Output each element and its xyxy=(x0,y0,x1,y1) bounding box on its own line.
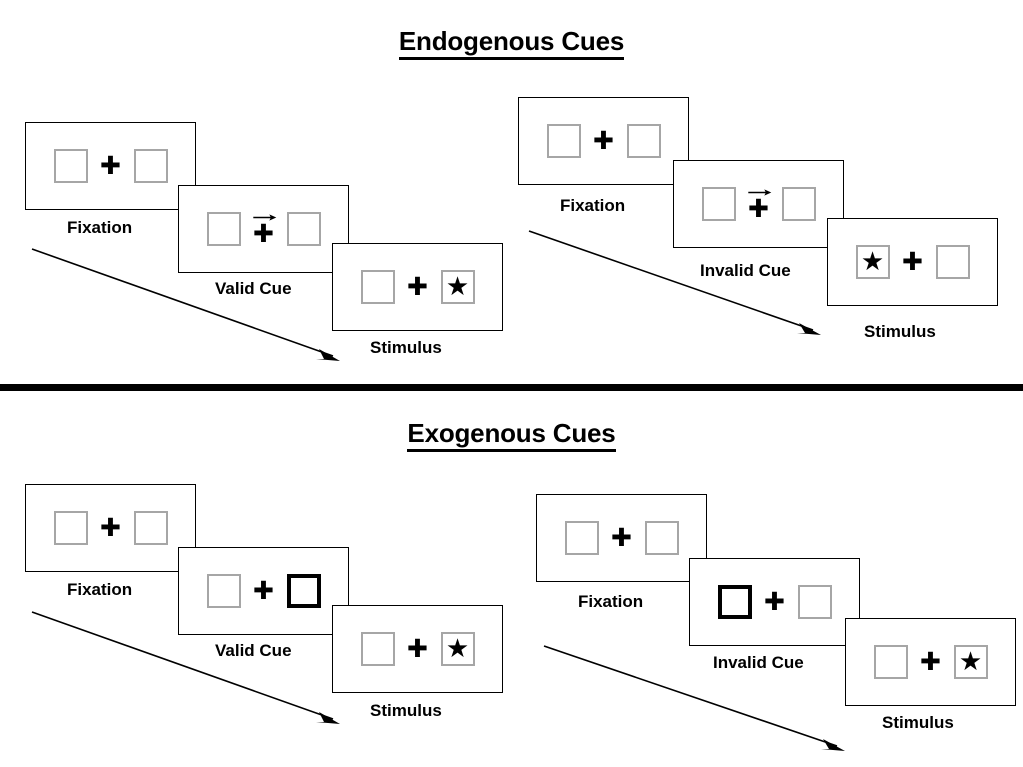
box-left: ★ xyxy=(855,245,890,279)
frame-exogenous-invalid-fixation: ✚ xyxy=(536,494,707,582)
fixation-center: ✚ xyxy=(752,587,798,616)
box-left xyxy=(360,632,395,666)
box-left xyxy=(53,149,88,183)
box-left xyxy=(360,270,395,304)
caption-endogenous-valid-fixation: Fixation xyxy=(67,218,133,237)
section-title-endogenous-text: Endogenous Cues xyxy=(398,26,624,60)
fixation-center: ✚ xyxy=(241,576,287,605)
fixation-plus-icon: ✚ xyxy=(253,218,274,248)
box-right-highlight-cue xyxy=(286,574,321,608)
caption-endogenous-invalid-cue: Invalid Cue xyxy=(700,261,791,280)
box-left xyxy=(53,511,88,545)
box-right xyxy=(781,187,816,221)
fixation-plus-icon: ✚ xyxy=(253,576,274,605)
fixation-plus-icon: ✚ xyxy=(407,272,428,301)
frame-endogenous-valid-fixation: ✚ xyxy=(25,122,196,210)
fixation-center: ✚ xyxy=(599,523,645,552)
section-divider xyxy=(0,384,1023,391)
box-left xyxy=(546,124,581,158)
timeline-arrow-endogenous-invalid xyxy=(528,230,821,335)
fixation-plus-icon: ✚ xyxy=(748,193,769,223)
fixation-center: ✚ xyxy=(581,126,627,155)
fixation-plus-icon: ✚ xyxy=(407,634,428,663)
box-right xyxy=(626,124,661,158)
fixation-plus-icon: ✚ xyxy=(920,647,941,676)
box-left xyxy=(873,645,908,679)
fixation-plus-icon: ✚ xyxy=(902,247,923,276)
section-title-exogenous-text: Exogenous Cues xyxy=(407,418,616,452)
box-right xyxy=(133,511,168,545)
fixation-center: ✚ xyxy=(395,272,441,301)
fixation-plus-icon: ✚ xyxy=(100,151,121,180)
fixation-center: ✚ xyxy=(736,188,782,223)
star-target-icon: ★ xyxy=(958,647,983,677)
timeline-arrow-exogenous-valid xyxy=(31,611,340,724)
fixation-plus-icon: ✚ xyxy=(611,523,632,552)
caption-exogenous-invalid-stimulus: Stimulus xyxy=(882,713,954,732)
box-right xyxy=(644,521,679,555)
fixation-center: ✚ xyxy=(395,634,441,663)
section-title-endogenous: Endogenous Cues xyxy=(0,26,1023,60)
fixation-center: ✚ xyxy=(890,247,936,276)
star-target-icon: ★ xyxy=(445,272,470,302)
caption-exogenous-valid-stimulus: Stimulus xyxy=(370,701,442,720)
box-right xyxy=(133,149,168,183)
frame-exogenous-invalid-stimulus: ✚ ★ xyxy=(845,618,1016,706)
box-left xyxy=(206,574,241,608)
box-left-highlight-cue xyxy=(717,585,752,619)
frame-exogenous-valid-cue: ✚ xyxy=(178,547,349,635)
frame-endogenous-invalid-stimulus: ★ ✚ xyxy=(827,218,998,306)
fixation-plus-icon: ✚ xyxy=(100,513,121,542)
box-right: ★ xyxy=(440,270,475,304)
frame-endogenous-valid-stimulus: ✚ ★ xyxy=(332,243,503,331)
box-right xyxy=(286,212,321,246)
timeline-arrow-endogenous-valid xyxy=(31,248,340,361)
fixation-center: ✚ xyxy=(908,647,954,676)
fixation-center: ✚ xyxy=(88,513,134,542)
fixation-plus-icon: ✚ xyxy=(764,587,785,616)
caption-endogenous-valid-stimulus: Stimulus xyxy=(370,338,442,357)
arrow-right-cue-icon xyxy=(252,213,276,221)
star-target-icon: ★ xyxy=(445,634,470,664)
timeline-arrow-exogenous-invalid xyxy=(543,645,845,751)
box-right: ★ xyxy=(440,632,475,666)
section-title-exogenous: Exogenous Cues xyxy=(0,418,1023,452)
caption-exogenous-invalid-fixation: Fixation xyxy=(578,592,644,611)
frame-exogenous-invalid-cue: ✚ xyxy=(689,558,860,646)
caption-endogenous-invalid-stimulus: Stimulus xyxy=(864,322,936,341)
fixation-center: ✚ xyxy=(241,213,287,248)
frame-exogenous-valid-fixation: ✚ xyxy=(25,484,196,572)
caption-exogenous-valid-fixation: Fixation xyxy=(67,580,133,599)
frame-endogenous-invalid-fixation: ✚ xyxy=(518,97,689,185)
box-left xyxy=(701,187,736,221)
caption-exogenous-valid-cue: Valid Cue xyxy=(215,641,292,660)
caption-exogenous-invalid-cue: Invalid Cue xyxy=(713,653,804,672)
caption-endogenous-invalid-fixation: Fixation xyxy=(560,196,626,215)
frame-endogenous-invalid-cue: ✚ xyxy=(673,160,844,248)
box-left xyxy=(564,521,599,555)
box-left xyxy=(206,212,241,246)
caption-endogenous-valid-cue: Valid Cue xyxy=(215,279,292,298)
box-right xyxy=(935,245,970,279)
box-right xyxy=(797,585,832,619)
fixation-center: ✚ xyxy=(88,151,134,180)
star-target-icon: ★ xyxy=(860,247,885,277)
fixation-plus-icon: ✚ xyxy=(593,126,614,155)
frame-endogenous-valid-cue: ✚ xyxy=(178,185,349,273)
arrow-right-cue-icon xyxy=(747,188,771,196)
frame-exogenous-valid-stimulus: ✚ ★ xyxy=(332,605,503,693)
box-right: ★ xyxy=(953,645,988,679)
